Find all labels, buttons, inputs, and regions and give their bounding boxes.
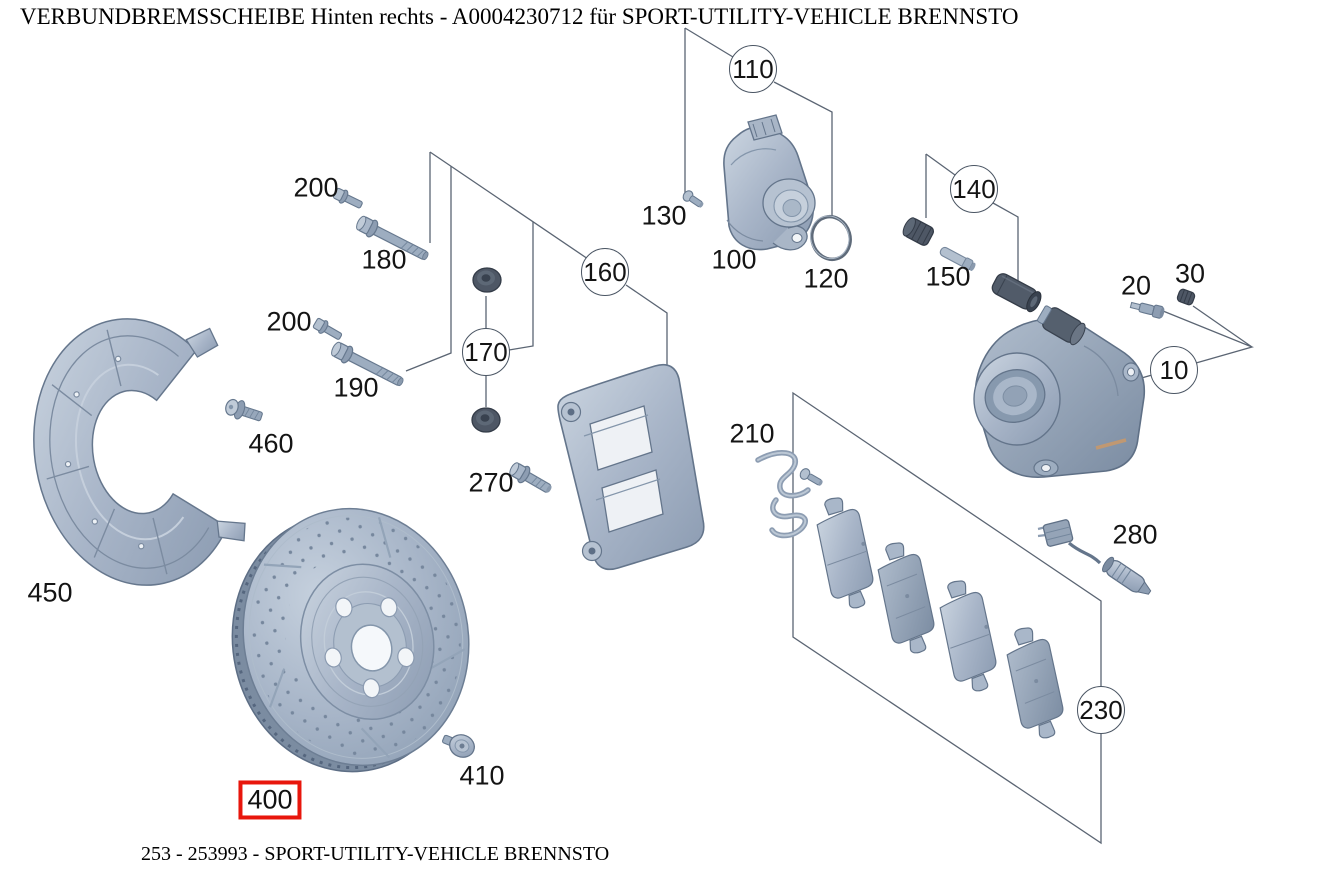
- part-bolt-200-lower: [312, 317, 343, 340]
- part-pad-screw: [799, 468, 823, 486]
- part-label-450[interactable]: 450: [27, 577, 73, 608]
- part-guide-bushing: [991, 273, 1042, 313]
- part-bolt-270: [509, 462, 552, 493]
- part-label-410[interactable]: 410: [459, 760, 505, 791]
- page-title: VERBUNDBREMSSCHEIBE Hinten rechts - A000…: [20, 4, 1019, 29]
- part-dust-shield: [33, 318, 246, 586]
- brake-pad-group-box: [792, 391, 1102, 845]
- part-label-130[interactable]: 130: [641, 200, 687, 231]
- part-brake-disc: [231, 507, 470, 773]
- part-pad-wear-sensor: [1037, 519, 1152, 595]
- caliper-guide-bolt: [1037, 305, 1086, 346]
- part-label-190[interactable]: 190: [333, 372, 379, 403]
- callout-circle-140[interactable]: 140: [950, 165, 998, 213]
- part-epb-actuator: [723, 114, 816, 251]
- part-label-150[interactable]: 150: [925, 261, 971, 292]
- part-label-460[interactable]: 460: [248, 428, 294, 459]
- part-label-200-upper[interactable]: 200: [293, 172, 339, 203]
- callout-circle-160[interactable]: 160: [581, 248, 629, 296]
- part-brake-pad-4: [1006, 627, 1064, 739]
- part-brake-caliper: [973, 305, 1146, 478]
- part-label-20[interactable]: 20: [1120, 270, 1152, 301]
- disc-center-hole: [350, 624, 393, 672]
- part-caliper-bracket: [557, 363, 705, 571]
- part-label-280[interactable]: 280: [1112, 519, 1158, 550]
- part-brake-pad-3: [939, 580, 997, 692]
- part-label-210[interactable]: 210: [729, 418, 775, 449]
- part-bolt-200-upper: [333, 187, 363, 209]
- callout-circle-230[interactable]: 230: [1077, 686, 1125, 734]
- part-retaining-spring-210: [755, 450, 811, 539]
- part-label-270[interactable]: 270: [468, 467, 514, 498]
- disc-slots: [263, 517, 466, 759]
- disc-lug-holes: [324, 597, 415, 699]
- part-guide-pin-150: [939, 246, 976, 271]
- part-bolt-190: [331, 341, 404, 387]
- part-bleeder-cap-30: [1176, 288, 1196, 306]
- part-screw-130: [682, 190, 704, 208]
- part-label-30[interactable]: 30: [1174, 258, 1206, 289]
- part-bolt-460: [225, 398, 263, 422]
- callout-box-400-selected[interactable]: 400: [238, 780, 302, 820]
- callout-circle-10[interactable]: 10: [1150, 346, 1198, 394]
- part-bleeder-screw-20: [1129, 301, 1165, 319]
- part-label-120[interactable]: 120: [803, 263, 849, 294]
- part-cap-nut-upper: [472, 267, 502, 293]
- callout-circle-170[interactable]: 170: [462, 328, 510, 376]
- callout-circle-110[interactable]: 110: [729, 45, 777, 93]
- part-label-200-lower[interactable]: 200: [266, 306, 312, 337]
- part-label-100[interactable]: 100: [711, 244, 757, 275]
- part-brake-pad-1: [816, 497, 874, 609]
- page-footer: 253 - 253993 - SPORT-UTILITY-VEHICLE BRE…: [141, 843, 610, 865]
- part-label-180[interactable]: 180: [361, 244, 407, 275]
- part-cap-nut-lower: [471, 407, 501, 433]
- part-bolt-180: [356, 215, 429, 261]
- part-brake-pad-2: [877, 542, 935, 654]
- part-o-ring-120: [810, 214, 852, 262]
- part-cap-140: [902, 217, 935, 246]
- part-screw-410: [442, 734, 475, 758]
